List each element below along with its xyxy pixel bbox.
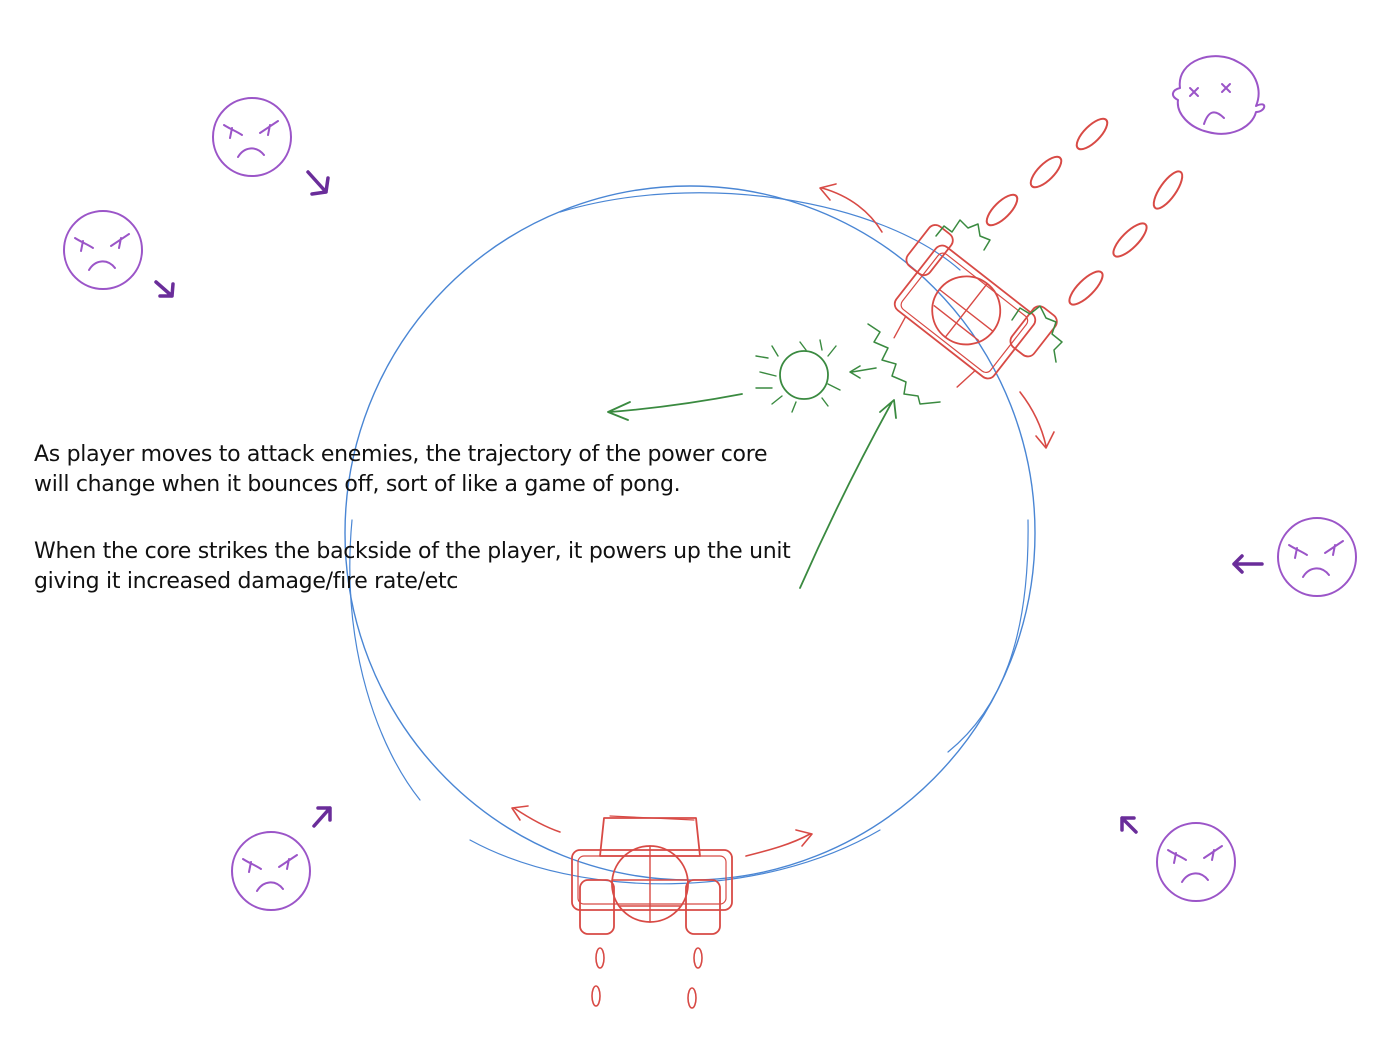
player-ship-bottom (571, 815, 733, 1009)
power-core-icon (755, 339, 841, 413)
enemy-left (63, 210, 143, 290)
explanation-paragraph-1: As player moves to attack enemies, the t… (34, 442, 768, 497)
enemy-arrow-bottom-right (1120, 816, 1138, 834)
core-incoming-arrow (849, 365, 877, 379)
enemy-arrow-bottom-left (312, 806, 332, 828)
projectile-trail-left (985, 117, 1109, 227)
ship-move-arrow-right (745, 829, 813, 857)
arena-circle (344, 185, 1036, 885)
explanation-paragraph-2: When the core strikes the backside of th… (34, 539, 791, 594)
enemy-arrow-right (1232, 554, 1264, 574)
enemy-right (1277, 517, 1357, 597)
enemy-arrow-left (154, 280, 175, 298)
impact-burst-icon (867, 219, 1063, 405)
projectile-trail-right (1068, 170, 1184, 306)
enemy-top-left (212, 97, 292, 177)
enemy-bottom-left (231, 831, 311, 911)
ship-move-arrow-down (1019, 391, 1055, 449)
dead-face-icon (1172, 55, 1266, 135)
ship-move-arrow-up (819, 183, 883, 233)
player-ship-top-right (893, 224, 1058, 388)
enemy-arrow-top-left (306, 170, 330, 196)
ship-move-arrow-left (511, 805, 561, 833)
core-trajectory-arrow (607, 393, 743, 421)
core-backside-arrow (799, 399, 897, 589)
enemy-bottom-right (1156, 822, 1236, 902)
